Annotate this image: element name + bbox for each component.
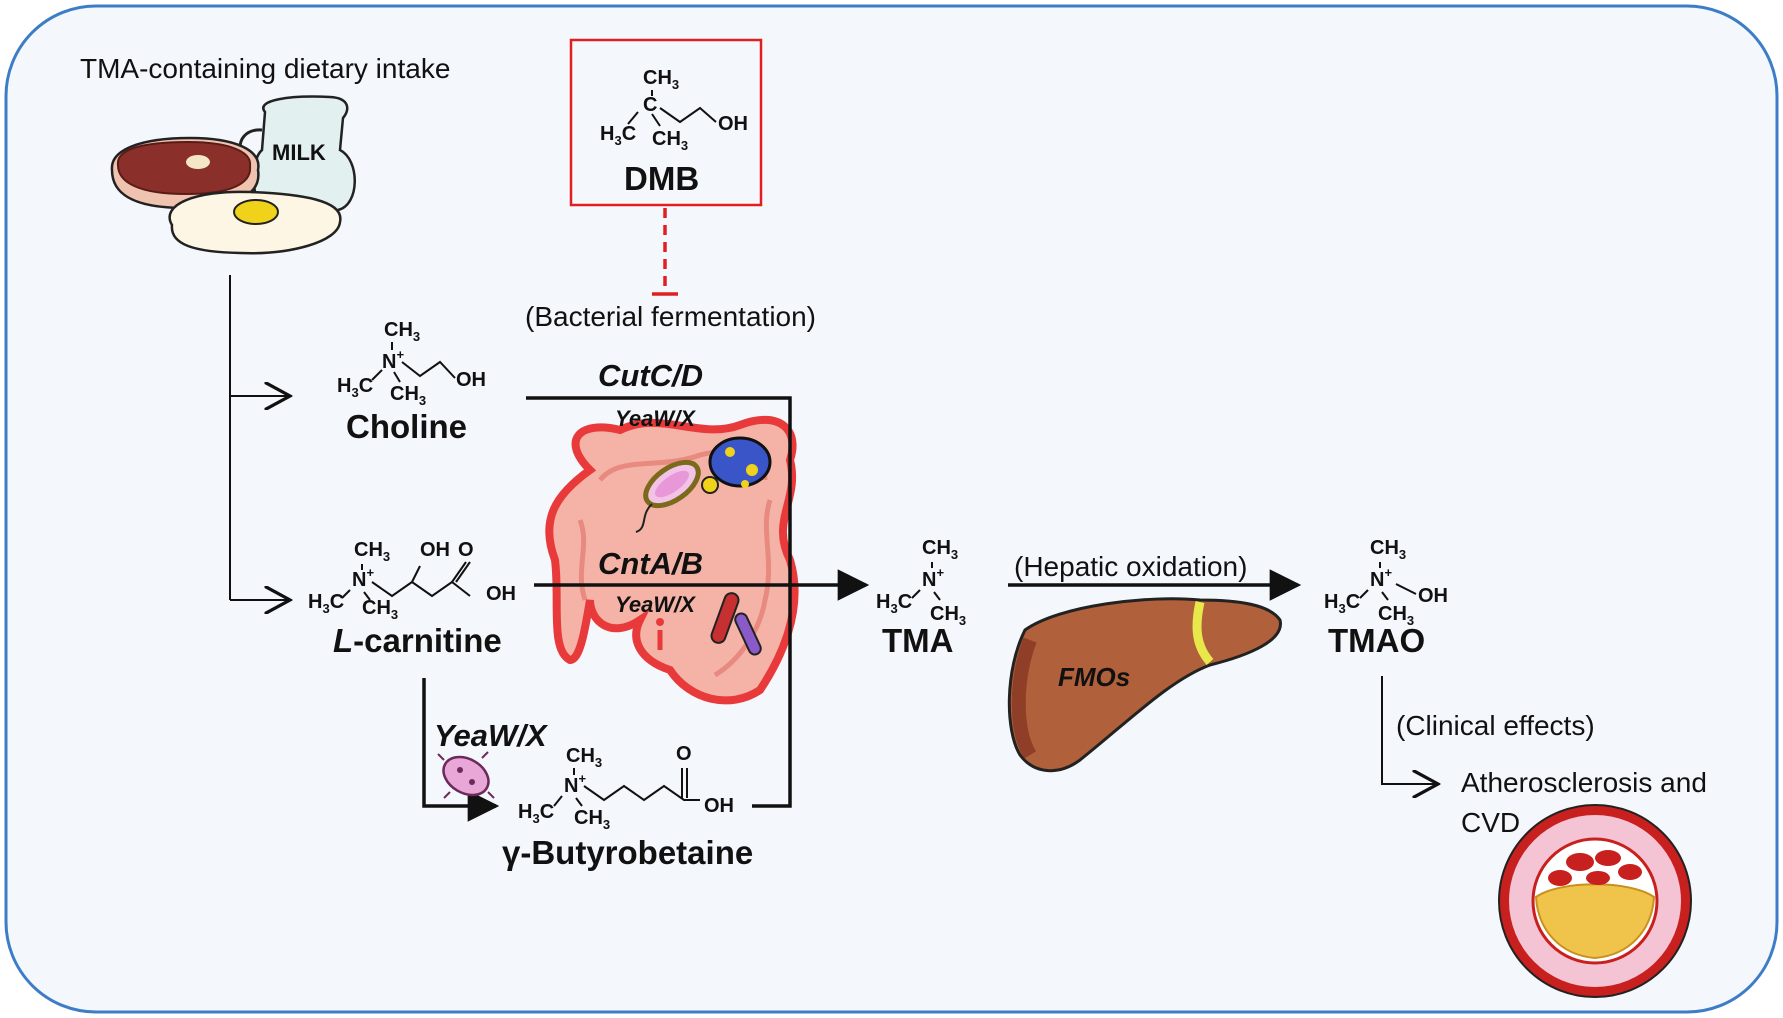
dietary-intake-label: TMA-containing dietary intake	[80, 53, 450, 84]
yeawx-small-label-1: YeaW/X	[615, 406, 696, 431]
choline-structure: CH3 N+ H3C CH3 OH	[337, 319, 486, 408]
tma-label: TMA	[882, 622, 953, 659]
carnitine-structure: CH3 OH O N+ H3C CH3 OH	[308, 539, 516, 622]
svg-text:CH3: CH3	[1370, 537, 1406, 562]
svg-text:H3C: H3C	[337, 375, 373, 400]
svg-text:CH3: CH3	[922, 537, 958, 562]
atherosclerosis-label-line1: Atherosclerosis and	[1461, 767, 1707, 798]
svg-text:C: C	[643, 94, 657, 116]
atherosclerosis-label-line2: CVD	[1461, 807, 1520, 838]
bacteria-icon	[437, 751, 495, 799]
svg-text:OH: OH	[1418, 585, 1448, 607]
svg-text:H3C: H3C	[518, 801, 554, 826]
bacterial-fermentation-label: (Bacterial fermentation)	[525, 301, 816, 332]
svg-text:OH: OH	[704, 795, 734, 817]
svg-text:CH3: CH3	[354, 539, 390, 564]
svg-text:H3C: H3C	[876, 591, 912, 616]
artery-icon	[1498, 804, 1692, 998]
milk-label: MILK	[272, 140, 326, 165]
hepatic-oxidation-label: (Hepatic oxidation)	[1014, 551, 1247, 582]
svg-text:CH3: CH3	[362, 597, 398, 622]
svg-text:CH3: CH3	[566, 745, 602, 770]
svg-text:N+: N+	[922, 565, 944, 591]
svg-text:OH: OH	[456, 369, 486, 391]
dmb-structure: CH3 C H3C CH3 OH	[600, 67, 748, 153]
svg-text:CH3: CH3	[643, 67, 679, 92]
svg-text:CH3: CH3	[390, 383, 426, 408]
svg-text:H3C: H3C	[1324, 591, 1360, 616]
bacteria-icon	[635, 436, 772, 656]
svg-text:CH3: CH3	[384, 319, 420, 344]
svg-text:O: O	[458, 539, 474, 561]
svg-text:OH: OH	[718, 113, 748, 135]
svg-text:N+: N+	[564, 771, 586, 797]
choline-label: Choline	[346, 408, 467, 445]
svg-text:N+: N+	[1370, 565, 1392, 591]
yeawx-large-label: YeaW/X	[434, 718, 549, 753]
svg-text:N+: N+	[352, 565, 374, 591]
svg-text:CH3: CH3	[1378, 603, 1414, 628]
tma-structure: CH3 N+ H3C CH3	[876, 537, 966, 628]
svg-text:H3C: H3C	[308, 591, 344, 616]
svg-text:O: O	[676, 743, 692, 765]
svg-text:OH: OH	[486, 583, 516, 605]
tmao-to-clinical-path	[1381, 676, 1438, 784]
gamma-butyrobetaine-structure: CH3 N+ H3C CH3 O OH	[518, 743, 734, 832]
dmb-box	[569, 38, 763, 207]
yeawx-small-label-2: YeaW/X	[615, 592, 696, 617]
svg-text:H3C: H3C	[600, 123, 636, 148]
clinical-effects-label: (Clinical effects)	[1396, 710, 1595, 741]
fmos-label: FMOs	[1058, 662, 1130, 692]
cutcd-label: CutC/D	[598, 358, 703, 393]
tmao-structure: CH3 N+ H3C CH3 OH	[1324, 537, 1448, 628]
dmb-label: DMB	[624, 160, 699, 197]
choline-to-tma-path	[526, 396, 792, 585]
tmao-label: TMAO	[1328, 622, 1425, 659]
gbb-to-tma-path	[752, 585, 792, 808]
liver-icon	[1007, 597, 1282, 773]
l-carnitine-label: L-carnitine	[333, 622, 502, 659]
cntab-label: CntA/B	[598, 546, 703, 581]
svg-text:CH3: CH3	[930, 603, 966, 628]
food-icon: MILK	[110, 95, 356, 255]
svg-text:CH3: CH3	[574, 807, 610, 832]
svg-text:N+: N+	[382, 347, 404, 373]
svg-text:OH: OH	[420, 539, 450, 561]
svg-text:CH3: CH3	[652, 128, 688, 153]
gamma-butyrobetaine-label: γ-Butyrobetaine	[502, 834, 753, 871]
carnitine-to-gbb-path	[422, 678, 500, 822]
